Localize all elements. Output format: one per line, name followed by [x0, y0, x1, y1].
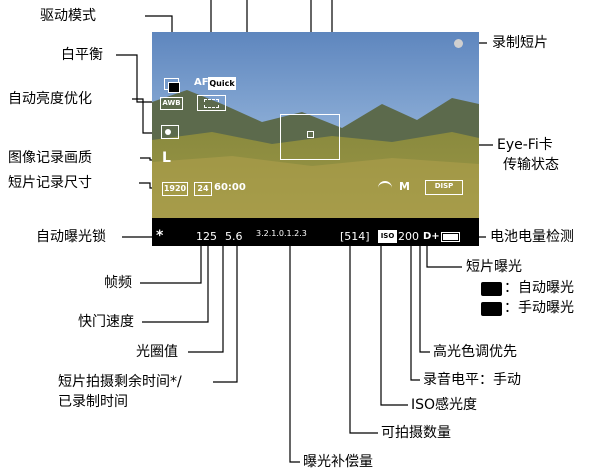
label-auto-lighting: 自动亮度优化 — [8, 91, 92, 107]
record-indicator-icon — [454, 39, 463, 48]
leader-aperture — [188, 243, 224, 353]
label-auto-exposure: ：自动曝光 — [504, 280, 574, 296]
white-balance-icon: AWB — [160, 97, 183, 110]
leader-shots — [349, 243, 378, 434]
live-view-screen: AF Quick AWB L 1920 24 60:00 M DISP * 12… — [152, 32, 479, 246]
manual-exposure-icon — [481, 302, 502, 316]
leader-sound — [410, 224, 420, 381]
leader-remaining-time — [213, 192, 238, 383]
exposure-scale: 3.2.1.0.1.2.3 — [256, 229, 307, 238]
label-ae-lock: 自动曝光锁 — [36, 229, 106, 245]
label-shutter-speed: 快门速度 — [78, 314, 134, 330]
auto-lighting-icon — [161, 125, 179, 139]
aperture-value: 5.6 — [225, 230, 243, 243]
focus-point — [307, 131, 314, 138]
shots-remaining-value: [514] — [340, 230, 370, 243]
leader-auto-lighting — [132, 98, 154, 134]
iso-badge: ISO — [378, 230, 397, 243]
auto-exposure-icon — [481, 282, 502, 296]
image-quality-icon: L — [162, 150, 171, 166]
af-mode-label: AF — [194, 77, 209, 88]
leader-highlight — [419, 243, 430, 353]
sound-level-icon: M — [399, 180, 410, 193]
label-iso: ISO感光度 — [411, 397, 478, 413]
frame-rate-icon: 24 — [194, 182, 212, 196]
label-eyefi-1: Eye-Fi卡 — [497, 137, 553, 153]
leader-exp-comp — [289, 243, 300, 463]
label-highlight: 高光色调优先 — [433, 344, 517, 360]
label-sound-level: 录音电平：手动 — [423, 372, 521, 388]
movie-size-icon: 1920 — [162, 182, 188, 196]
label-battery: 电池电量检测 — [490, 229, 574, 245]
leader-white-balance — [116, 54, 156, 103]
remaining-time: 60:00 — [214, 182, 246, 193]
leader-iso — [380, 243, 408, 406]
highlight-priority-icon: D+ — [423, 231, 440, 242]
label-movie-exposure: 短片曝光 — [466, 259, 522, 275]
battery-icon — [441, 232, 460, 242]
label-remaining-2: 已录制时间 — [58, 394, 128, 410]
magnify-frame — [280, 114, 340, 160]
ae-lock-icon: * — [156, 228, 164, 244]
af-quick-badge: Quick — [208, 77, 236, 90]
label-movie-size: 短片记录尺寸 — [8, 175, 92, 191]
eyefi-status-icon — [378, 181, 392, 195]
leader-frame-rate — [140, 243, 202, 284]
drive-mode-icon-back — [168, 82, 180, 93]
movie-exposure-mode-icon: DISP — [425, 180, 463, 195]
label-exposure-comp: 曝光补偿量 — [303, 454, 373, 470]
label-manual-exposure: ：手动曝光 — [504, 300, 574, 316]
shutter-speed-value: 125 — [196, 230, 217, 243]
leader-movie-exposure — [426, 243, 462, 268]
label-image-quality: 图像记录画质 — [8, 150, 92, 166]
label-drive-mode: 驱动模式 — [40, 8, 96, 24]
focus-mode-icon — [197, 95, 226, 111]
leader-shutter — [142, 243, 209, 323]
iso-value: 200 — [398, 230, 419, 243]
label-movie-record: 录制短片 — [492, 35, 548, 51]
label-remaining-1: 短片拍摄剩余时间*/ — [58, 374, 182, 390]
scene-image — [152, 32, 479, 246]
label-eyefi-2: 传输状态 — [503, 157, 559, 173]
label-frame-rate: 帧频 — [104, 275, 132, 291]
label-aperture: 光圈值 — [136, 344, 178, 360]
label-shots-remaining: 可拍摄数量 — [381, 425, 451, 441]
label-white-balance: 白平衡 — [61, 47, 103, 63]
